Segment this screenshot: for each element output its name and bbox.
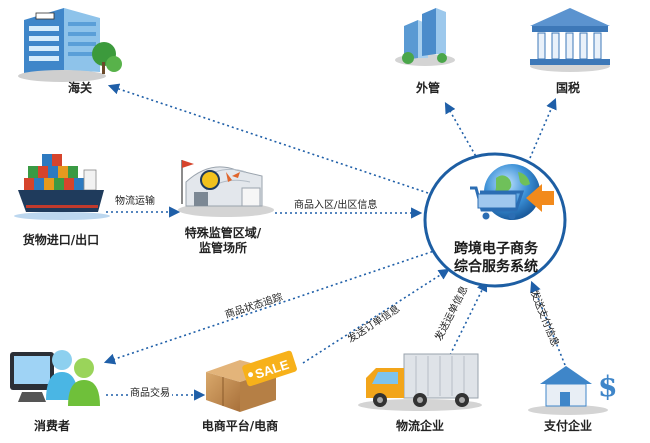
house-payment-icon: $: [528, 366, 617, 415]
node-label-special-zone-line2: 监管场所: [198, 241, 247, 255]
edge-center-to-consumer: [103, 249, 438, 365]
edge-label-goods-in-out: 商品入区/出区信息: [292, 199, 380, 212]
node-label-waiguan: 外管: [415, 81, 440, 95]
office-building-icon: [18, 8, 122, 82]
center-hub-label: 跨境电子商务 综合服务系统: [440, 240, 552, 276]
node-label-special-zone-line1: 特殊监管区域/: [184, 226, 262, 240]
government-building-icon: [530, 8, 610, 72]
center-hub-label-line1: 跨境电子商务: [454, 241, 538, 257]
edge-label-logistics-transport: 物流运输: [113, 195, 157, 208]
edge-label-goods-trade: 商品交易: [128, 387, 172, 400]
edge-platform-to-center: [302, 268, 450, 364]
warehouse-icon: [178, 160, 274, 217]
node-label-consumer: 消费者: [33, 419, 70, 433]
shopping-cart-globe-icon: [470, 164, 554, 220]
office-tower-icon: [395, 8, 455, 66]
people-computer-icon: [10, 350, 100, 406]
node-label-logistics: 物流企业: [395, 419, 444, 433]
edge-center-to-customs: [107, 83, 429, 194]
center-hub-label-line2: 综合服务系统: [454, 259, 538, 275]
container-ship-icon: [14, 154, 110, 220]
node-label-platform: 电商平台/电商: [201, 419, 279, 433]
node-label-customs: 海关: [67, 81, 92, 95]
node-label-special-zone: 特殊监管区域/ 监管场所: [168, 226, 278, 256]
center-hub: [423, 152, 567, 288]
node-label-payment: 支付企业: [543, 419, 592, 433]
truck-icon: [358, 353, 482, 411]
svg-text:$: $: [598, 370, 617, 403]
edge-center-to-waiguan: [444, 102, 479, 161]
edge-center-to-tax: [529, 97, 557, 159]
edges: [103, 83, 566, 401]
node-label-tax: 国税: [555, 81, 580, 95]
edge-logistics-to-center: [449, 279, 488, 356]
shipping-box-sale-icon: SALE: [206, 350, 297, 412]
node-label-import-export: 货物进口/出口: [22, 233, 100, 247]
